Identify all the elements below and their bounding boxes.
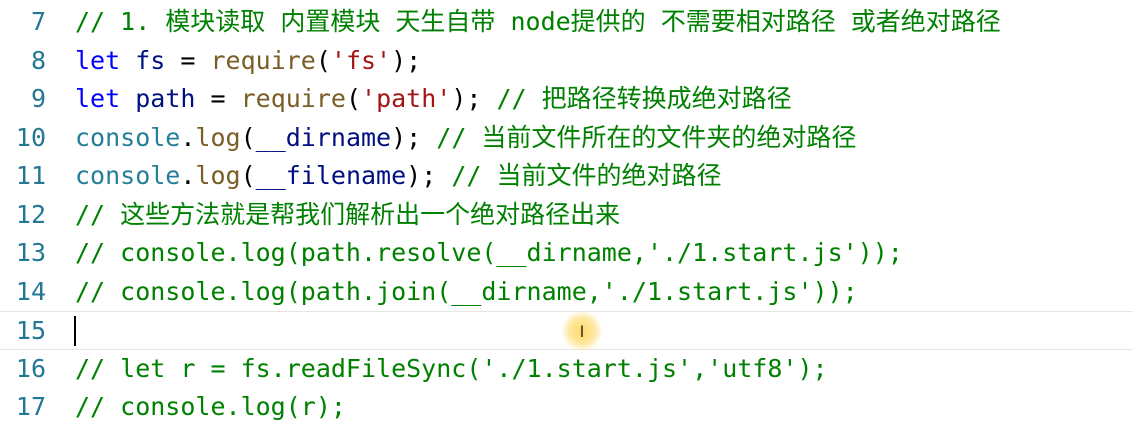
code-token-comment: // 把路径转换成绝对路径 <box>496 84 792 113</box>
code-token-punct: ); <box>451 84 497 113</box>
line-code: // console.log(r); <box>75 388 346 427</box>
code-token-punct <box>120 84 135 113</box>
line-code: let path = require('path'); // 把路径转换成绝对路… <box>75 80 792 119</box>
code-token-string: 'path' <box>361 84 452 113</box>
code-token-func: log <box>195 122 241 152</box>
code-token-obj: console <box>75 161 181 190</box>
code-token-func: require <box>240 84 346 113</box>
line-number: 10 <box>15 122 46 152</box>
line-code: console.log(__filename); // 当前文件的绝对路径 <box>75 157 721 196</box>
line-number: 7 <box>30 7 46 36</box>
code-line[interactable]: 16 // let r = fs.readFileSync('./1.start.… <box>0 350 1133 389</box>
code-line[interactable]: 13 // console.log(path.resolve(__dirname,… <box>0 234 1133 273</box>
line-number: 8 <box>30 45 46 75</box>
code-token-punct: ( <box>315 45 331 75</box>
code-token-punct <box>120 46 135 75</box>
code-line-current[interactable]: 15 <box>0 311 1133 350</box>
line-code: // 这些方法就是帮我们解析出一个绝对路径出来 <box>75 196 620 235</box>
code-line[interactable]: 12 // 这些方法就是帮我们解析出一个绝对路径出来 <box>0 196 1133 235</box>
code-token-ident: path <box>135 84 196 113</box>
line-number: 13 <box>15 238 46 267</box>
code-token-punct: ( <box>240 161 256 190</box>
code-token-ident: __filename <box>255 161 407 190</box>
line-code: let fs = require('fs'); <box>75 42 421 81</box>
code-token-punct: ); <box>391 45 422 75</box>
code-line[interactable]: 9 let path = require('path'); // 把路径转换成绝对… <box>0 80 1133 119</box>
line-number: 15 <box>15 316 46 345</box>
code-line[interactable]: 10 console.log(__dirname); // 当前文件所在的文件夹的… <box>0 119 1133 158</box>
code-token-comment: // 当前文件所在的文件夹的绝对路径 <box>436 122 857 152</box>
code-token-func: log <box>195 161 241 190</box>
code-token-comment: // 当前文件的绝对路径 <box>451 161 722 190</box>
code-token-punct: ( <box>240 122 256 152</box>
code-token-comment: // console.log(r); <box>75 392 346 421</box>
code-token-comment: // console.log(path.resolve(__dirname,'.… <box>75 238 903 267</box>
code-line[interactable]: 14 // console.log(path.join(__dirname,'./… <box>0 273 1133 312</box>
code-token-comment: // let r = fs.readFileSync('./1.start.js… <box>75 353 828 383</box>
line-code: // console.log(path.join(__dirname,'./1.… <box>75 273 858 312</box>
line-code: // let r = fs.readFileSync('./1.start.js… <box>75 350 828 389</box>
line-code: console.log(__dirname); // 当前文件所在的文件夹的绝对… <box>75 119 856 158</box>
code-line[interactable]: 8 let fs = require('fs'); <box>0 42 1133 81</box>
line-number: 14 <box>15 276 46 306</box>
text-caret <box>74 316 76 346</box>
code-token-comment: // console.log(path.join(__dirname,'./1.… <box>75 276 858 306</box>
code-token-punct: . <box>180 161 196 190</box>
code-token-func: require <box>210 45 316 75</box>
code-token-comment: // 这些方法就是帮我们解析出一个绝对路径出来 <box>75 199 621 229</box>
code-token-punct: ( <box>345 84 362 113</box>
code-line[interactable]: 11 console.log(__filename); // 当前文件的绝对路径 <box>0 157 1133 196</box>
code-token-string: 'fs' <box>330 45 392 75</box>
code-token-punct: = <box>165 45 211 75</box>
code-line[interactable]: 7 // 1. 模块读取 内置模块 天生自带 node提供的 不需要相对路径 或者… <box>0 3 1133 42</box>
code-token-punct: ); <box>391 122 437 152</box>
code-token-ident: __dirname <box>255 122 392 152</box>
code-token-ident: fs <box>135 45 166 75</box>
code-token-punct: = <box>195 84 241 113</box>
line-number: 17 <box>15 392 46 421</box>
code-token-punct: . <box>180 122 196 152</box>
line-number: 11 <box>15 161 46 190</box>
line-code: // 1. 模块读取 内置模块 天生自带 node提供的 不需要相对路径 或者绝… <box>75 3 1001 42</box>
code-line[interactable]: 17 // console.log(r); <box>0 388 1133 427</box>
line-code: // console.log(path.resolve(__dirname,'.… <box>75 234 903 273</box>
code-token-punct: ); <box>406 161 452 190</box>
mouse-cursor-icon: I <box>562 311 602 351</box>
code-token-keyword: let <box>75 45 121 75</box>
code-token-obj: console <box>75 122 181 152</box>
code-token-keyword: let <box>75 84 121 113</box>
line-number: 9 <box>30 84 46 113</box>
line-number: 16 <box>15 353 46 383</box>
code-token-comment: // 1. 模块读取 内置模块 天生自带 node提供的 不需要相对路径 或者绝… <box>75 7 1001 36</box>
line-number: 12 <box>15 199 46 229</box>
